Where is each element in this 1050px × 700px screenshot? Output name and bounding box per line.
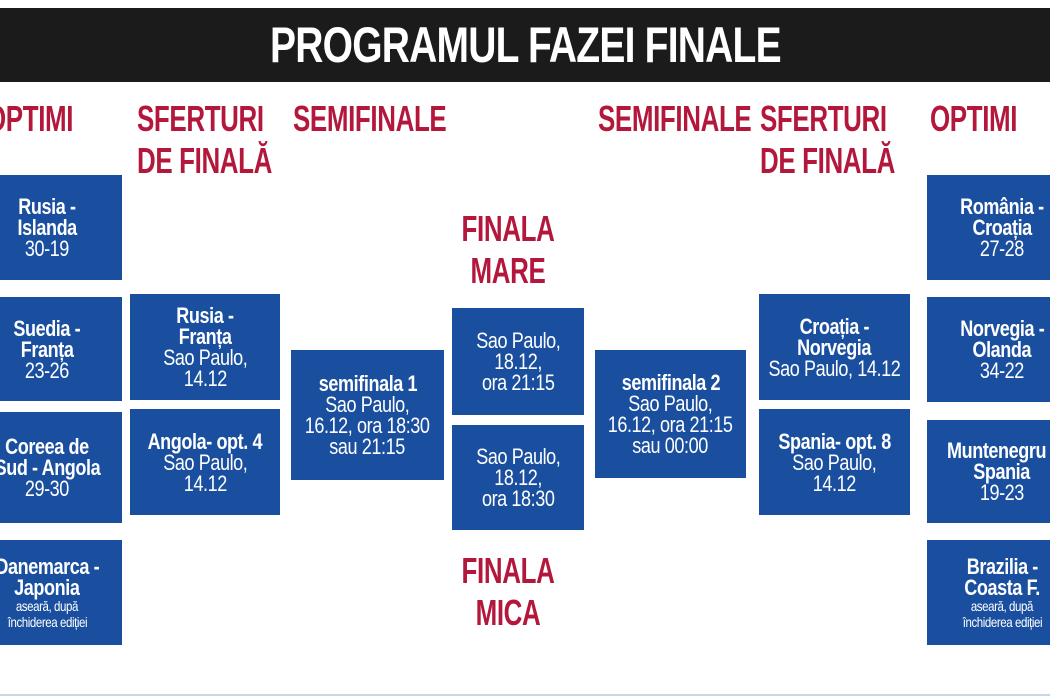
match-info: Sao Paulo, [475, 444, 561, 469]
match-teams: Croația [972, 215, 1032, 240]
heading-optimi-left: OPTIMI [0, 98, 74, 139]
title-bar: PROGRAMUL FAZEI FINALE [0, 8, 1050, 82]
match-info: Sao Paulo, [162, 345, 248, 370]
match-teams: Coreea de [5, 434, 89, 459]
match-info: 18.12, [494, 465, 542, 490]
match-teams: Croația - [799, 313, 870, 339]
match-info: 19-23 [979, 480, 1025, 505]
bottom-border [0, 694, 1050, 696]
match-teams: Norvegia - [959, 316, 1045, 341]
match-info: Sao Paulo, [162, 449, 248, 475]
match-teams: Coasta F. [964, 574, 1040, 600]
match-info: sau 21:15 [329, 434, 406, 459]
match-teams: Spania [973, 459, 1031, 484]
match-note: închiderea ediției [7, 613, 87, 630]
match-info: 29-30 [24, 476, 70, 501]
match-teams: Japonia [14, 574, 80, 600]
heading-line: FINALA [461, 208, 555, 249]
heading-line: SFERTURI [760, 98, 887, 139]
match-teams: Suedia - [13, 315, 81, 341]
match-info: Sao Paulo, [792, 449, 877, 475]
match-info: 18.12, [494, 349, 542, 374]
match-box: Sao Paulo,18.12,ora 18:30 [452, 425, 584, 530]
match-info: 30-19 [24, 236, 70, 261]
match-info: 23-26 [24, 357, 70, 383]
match-info: sau 00:00 [632, 433, 709, 458]
match-info: Sao Paulo, [628, 391, 713, 416]
match-note: închiderea ediției [962, 613, 1042, 630]
match-teams: Islanda [17, 215, 77, 240]
page-title: PROGRAMUL FAZEI FINALE [269, 17, 782, 73]
match-teams: Franța [178, 324, 232, 349]
match-info: 34-22 [979, 358, 1025, 383]
match-teams: Sud - Angola [0, 455, 100, 480]
heading-semifinale-right: SEMIFINALE [598, 98, 752, 139]
match-info: 16.12, ora 18:30 [305, 413, 430, 438]
heading-semifinale-left: SEMIFINALE [293, 98, 447, 139]
match-teams: Rusia - [18, 194, 76, 219]
match-info: 14.12 [183, 366, 227, 391]
heading-line: MARE [470, 250, 546, 291]
heading-line: FINALA [461, 550, 555, 591]
match-info: 16.12, ora 21:15 [608, 412, 733, 437]
match-note: aseară, după [15, 597, 79, 614]
match-info: 14.12 [183, 470, 227, 496]
heading-line: MICA [475, 592, 541, 633]
heading-optimi-right: OPTIMI [930, 98, 1018, 139]
heading-line: SFERTURI [137, 98, 264, 139]
heading-line: DE FINALĂ [760, 140, 895, 181]
match-teams: Spania- opt. 8 [778, 428, 891, 454]
match-teams: Angola- opt. 4 [147, 428, 263, 454]
match-teams: Muntenegru - [947, 438, 1050, 463]
match-info: Sao Paulo, [475, 328, 561, 353]
match-info: 27-28 [979, 236, 1025, 261]
match-note: aseară, după [970, 597, 1034, 614]
match-info: Sao Paulo, [325, 392, 410, 417]
match-teams: Danemarca - [0, 553, 99, 579]
match-teams: semifinala 2 [621, 370, 720, 395]
match-teams: Rusia - [176, 303, 234, 328]
match-teams: semifinala 1 [318, 371, 417, 396]
match-info: ora 18:30 [481, 486, 555, 511]
match-box: Sao Paulo,18.12,ora 21:15 [452, 308, 584, 415]
heading-line: DE FINALĂ [137, 140, 272, 181]
match-teams: România - [960, 194, 1044, 219]
match-teams: Olanda [972, 337, 1032, 362]
match-info: Sao Paulo, 14.12 [768, 355, 901, 381]
match-info: ora 21:15 [481, 370, 555, 395]
match-teams: Norvegia [797, 334, 872, 360]
match-teams: Brazilia - [966, 553, 1038, 579]
match-info: 14.12 [812, 470, 857, 496]
match-teams: Franța [20, 336, 74, 362]
